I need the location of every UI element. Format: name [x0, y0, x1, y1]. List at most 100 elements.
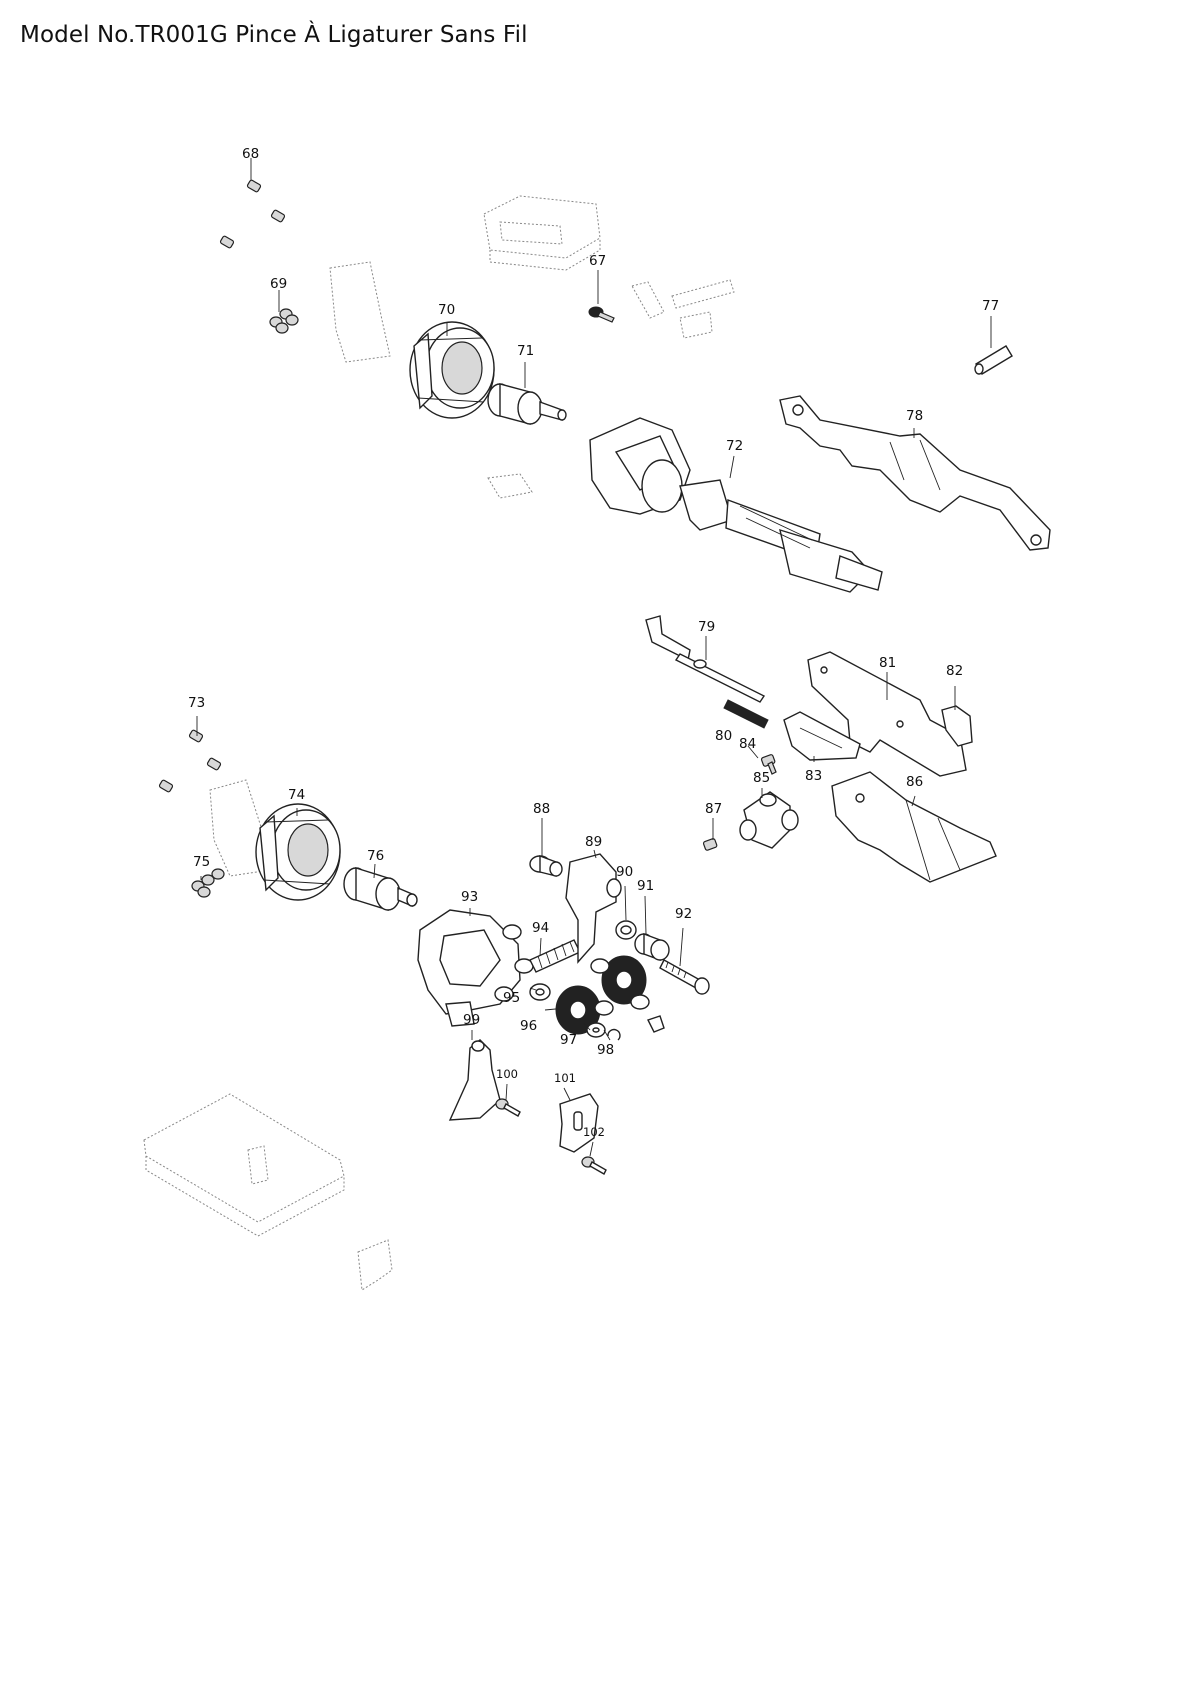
- part-76-rotor: [343, 867, 418, 911]
- screw-icon: [702, 838, 718, 851]
- label-80: 80: [715, 728, 732, 744]
- part-100-screw: [495, 1098, 521, 1117]
- stator-icon: [255, 803, 341, 901]
- spring-icon: [529, 939, 581, 973]
- part-81-plate: [807, 651, 967, 777]
- label-77: 77: [982, 298, 999, 314]
- label-68: 68: [242, 146, 259, 162]
- cover-plate-icon: [559, 1093, 599, 1153]
- label-97: 97: [560, 1032, 577, 1048]
- part-82-bracket: [941, 705, 973, 747]
- part-85-holder: [739, 791, 799, 849]
- label-78: 78: [906, 408, 923, 424]
- sleeve-icon: [634, 932, 670, 962]
- ghost-controller-box-icon: [483, 195, 601, 271]
- label-92: 92: [675, 906, 692, 922]
- part-67-screw: [588, 306, 615, 323]
- part-79-rod: [645, 615, 766, 703]
- rod-icon: [645, 615, 766, 703]
- label-88: 88: [533, 801, 550, 817]
- washers-icon: [590, 958, 665, 1033]
- label-95: 95: [503, 990, 520, 1006]
- part-84-screw: [760, 754, 777, 775]
- arm-plate-icon: [779, 395, 1051, 551]
- slider-icon: [783, 711, 861, 761]
- ghost-small-parts-icon: [329, 261, 735, 499]
- label-89: 89: [585, 834, 602, 850]
- part-71-rotor: [487, 383, 567, 425]
- label-76: 76: [367, 848, 384, 864]
- part-70-stator: [409, 321, 495, 419]
- screw-icon: [158, 729, 222, 793]
- lever-arm-icon: [448, 1039, 501, 1121]
- part-91-sleeve: [634, 932, 670, 962]
- leader-lines: [196, 158, 992, 1157]
- label-102: 102: [583, 1125, 605, 1139]
- bushing-icon: [529, 854, 563, 877]
- guide-plate-icon: [831, 771, 997, 883]
- label-69: 69: [270, 276, 287, 292]
- label-75: 75: [193, 854, 210, 870]
- label-70: 70: [438, 302, 455, 318]
- label-94: 94: [532, 920, 549, 936]
- part-102-screw: [581, 1156, 607, 1175]
- screw-icon: [588, 306, 615, 323]
- gear-icon: [555, 955, 647, 1035]
- screw-washer-icon: [191, 868, 225, 898]
- part-92-bolt: [659, 959, 710, 995]
- bolt-icon: [659, 959, 710, 995]
- part-99-lever-arm: [448, 1039, 501, 1121]
- part-labels: 67 68 69 70 71 72 73 74 75 76 77 78 79 8…: [188, 146, 999, 1139]
- label-72: 72: [726, 438, 743, 454]
- label-85: 85: [753, 770, 770, 786]
- part-68-screws: [219, 179, 286, 249]
- part-97-washer: [586, 1022, 606, 1038]
- plate-icon: [807, 651, 967, 777]
- screw-icon: [219, 179, 286, 249]
- spring-icon: [723, 699, 769, 729]
- part-101-cover-plate: [559, 1093, 599, 1153]
- part-94-spring: [529, 939, 581, 973]
- pin-icon: [974, 345, 1013, 375]
- stator-icon: [409, 321, 495, 419]
- label-96: 96: [520, 1018, 537, 1034]
- bracket-icon: [941, 705, 973, 747]
- part-74-stator: [255, 803, 341, 901]
- label-84: 84: [739, 736, 756, 752]
- part-93-gear-housing: [417, 909, 534, 1027]
- label-71: 71: [517, 343, 534, 359]
- page-title: Model No.TR001G Pince À Ligaturer Sans F…: [20, 22, 528, 48]
- part-77-pin: [974, 345, 1013, 375]
- holder-icon: [739, 791, 799, 849]
- part-96-gears: [555, 955, 647, 1035]
- washer-icon: [529, 983, 551, 1001]
- label-82: 82: [946, 663, 963, 679]
- rotor-icon: [487, 383, 567, 425]
- label-74: 74: [288, 787, 305, 803]
- label-99: 99: [463, 1012, 480, 1028]
- part-80-spring: [723, 699, 769, 729]
- label-86: 86: [906, 774, 923, 790]
- label-98: 98: [597, 1042, 614, 1058]
- label-87: 87: [705, 801, 722, 817]
- ghost-motor-bracket-icon: [209, 779, 271, 877]
- part-72-gear-housing-shaft: [589, 417, 883, 593]
- washer-icon: [615, 920, 637, 940]
- part-83-slider: [783, 711, 861, 761]
- part-69-screws: [269, 308, 299, 334]
- part-88-bushing: [529, 854, 563, 877]
- gear-housing-shaft-icon: [589, 417, 883, 593]
- part-90-washer: [615, 920, 637, 940]
- part-73-screws: [158, 729, 222, 793]
- part-89-lever: [565, 853, 622, 964]
- ghost-battery-box-icon: [143, 1093, 393, 1291]
- part-75-screws: [191, 868, 225, 898]
- screw-icon: [495, 1098, 521, 1117]
- retaining-ring-icon: [607, 1028, 621, 1041]
- gear-housing-icon: [417, 909, 534, 1027]
- screw-icon: [760, 754, 777, 775]
- screw-washer-icon: [269, 308, 299, 334]
- label-91: 91: [637, 878, 654, 894]
- part-78-arm-plate: [779, 395, 1051, 551]
